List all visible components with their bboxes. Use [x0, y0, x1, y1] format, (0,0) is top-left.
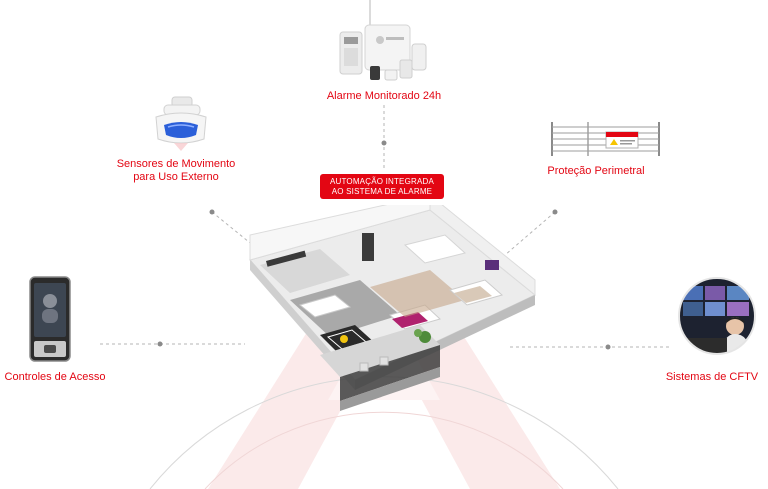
dot-alarm	[381, 140, 387, 146]
perimeter-label: Proteção Perimetral	[547, 165, 645, 177]
integration-badge: AUTOMAÇÃO INTEGRADA AO SISTEMA DE ALARME	[320, 174, 444, 199]
motion-sensor-label-line2: para Uso Externo	[133, 171, 219, 183]
alarm-label: Alarme Monitorado 24h	[326, 90, 442, 102]
cctv-label: Sistemas de CFTV	[665, 371, 759, 383]
integration-badge-line2: AO SISTEMA DE ALARME	[331, 187, 433, 196]
integration-badge-line1: AUTOMAÇÃO INTEGRADA	[329, 177, 435, 186]
motion-sensor-icon	[155, 96, 207, 151]
house-floorplan-illustration	[249, 205, 536, 411]
inner-arc	[204, 411, 564, 489]
connector-perimeter	[504, 211, 556, 256]
motion-sensor-label-line1: Sensores de Movimento	[116, 158, 236, 170]
access-control-terminal-icon	[29, 276, 71, 362]
dot-perimeter	[552, 209, 558, 215]
dot-motion	[209, 209, 215, 215]
watermark-logo	[208, 210, 560, 489]
dot-cctv	[605, 344, 611, 350]
dot-access	[157, 341, 163, 347]
motion-sensor-label: Sensores de Movimento para Uso Externo	[106, 158, 246, 184]
access-control-label: Controles de Acesso	[4, 371, 106, 383]
alarm-panel-icon	[339, 0, 427, 81]
cctv-monitoring-icon	[678, 277, 756, 355]
perimeter-fence-icon	[551, 122, 660, 156]
